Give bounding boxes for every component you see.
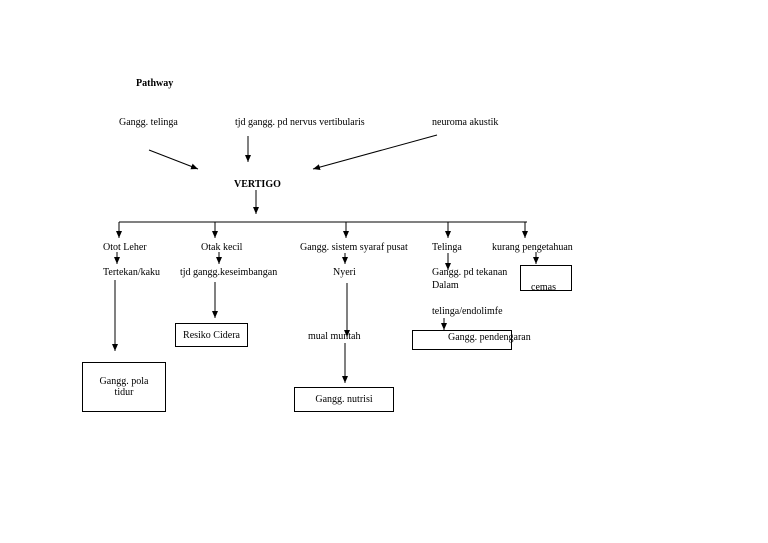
cerebellum-sub: tjd gangg.keseimbangan [180, 267, 278, 278]
branch-cerebellum-label: Otak kecil [201, 242, 243, 253]
ear-sub2: telinga/endolimfe [432, 306, 503, 317]
cause-tumor: neuroma akustik [432, 117, 499, 128]
diagram-title: Pathway [136, 78, 174, 89]
branch-cns-label: Gangg. sistem syaraf pusat [300, 242, 408, 253]
outcome-sleep-line1: Gangg. pola [99, 376, 149, 387]
outcome-sleep-box: Gangg. pola tidur [82, 362, 166, 412]
outcome-injury: Resiko Cidera [183, 329, 240, 341]
arrow-ear-to-vertigo [148, 149, 199, 170]
outcome-nutrition: Gangg. nutrisi [315, 394, 373, 405]
outcome-hearing: Gangg. pendengaran [448, 332, 531, 343]
cns-sub: Nyeri [333, 267, 356, 278]
neck-sub: Tertekan/kaku [103, 267, 161, 278]
outcome-nutrition-box: Gangg. nutrisi [294, 387, 394, 412]
outcome-cemas-box: cemas [520, 265, 572, 293]
cns-sub2: mual muntah [308, 331, 361, 342]
cause-nerve: tjd gangg. pd nervus vertibularis [235, 117, 365, 128]
outcome-hearing-box: Gangg. pendengaran [412, 330, 531, 350]
ear-sub-line2: Dalam [432, 280, 459, 291]
outcome-cemas: cemas [531, 282, 556, 293]
center-node-vertigo: VERTIGO [234, 179, 281, 190]
arrow-tumor-to-vertigo [312, 134, 438, 171]
branch-neck-label: Otot Leher [103, 242, 147, 253]
outcome-sleep-line2: tidur [114, 387, 134, 398]
branch-knowledge-label: kurang pengetahuan [492, 242, 573, 253]
cause-ear: Gangg. telinga [119, 117, 178, 128]
ear-sub-line1: Gangg. pd tekanan [432, 267, 508, 278]
branch-ear-label: Telinga [432, 242, 462, 253]
outcome-injury-box: Resiko Cidera [175, 323, 248, 347]
